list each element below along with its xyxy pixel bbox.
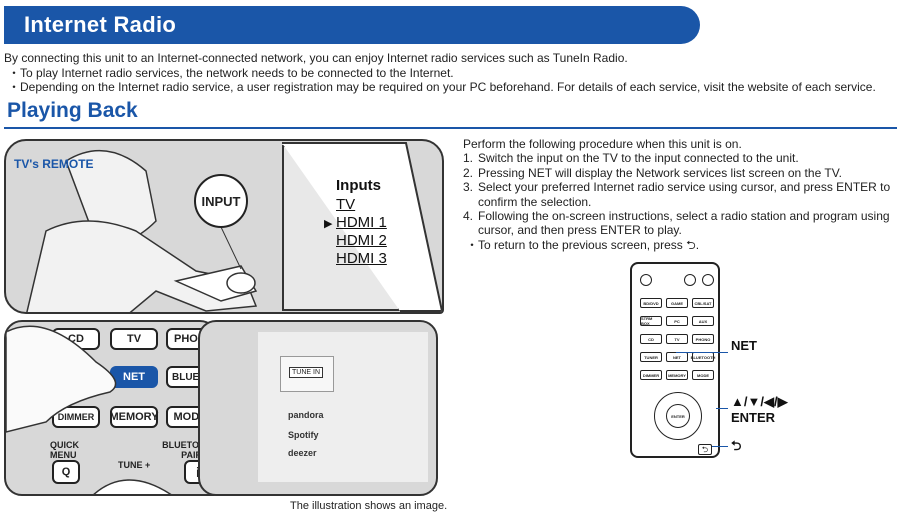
procedure-step: 3.Select your preferred Internet radio s… (463, 180, 891, 209)
net-callout-line (676, 352, 728, 353)
input-item-hdmi3: HDMI 3 (336, 250, 387, 267)
input-item-tv: TV (336, 196, 356, 213)
procedure-steps: 1.Switch the input on the TV to the inpu… (463, 151, 903, 237)
mini-btn: DIMMER (640, 370, 662, 380)
return-callout-line (712, 446, 728, 447)
hdmi-mainin-button-icon (684, 274, 696, 286)
procedure-step: 1.Switch the input on the TV to the inpu… (463, 151, 799, 166)
mini-enter-button: ENTER (666, 404, 690, 428)
tune-plus-label: TUNE + (118, 460, 151, 470)
return-note: ・To return to the previous screen, press… (466, 237, 700, 252)
intro-text: By connecting this unit to an Internet-c… (4, 51, 904, 95)
sleep-button-icon (702, 274, 714, 286)
mini-btn: MEMORY (666, 370, 688, 380)
cursor-callout: ▲/▼/◀/▶ (731, 394, 788, 409)
section-divider (4, 127, 897, 129)
mini-btn: BD/DVD (640, 298, 662, 308)
cursor-dial (654, 392, 702, 440)
deezer-logo: deezer (288, 448, 317, 458)
mini-btn: BLUETOOTH (691, 352, 715, 362)
mini-btn: AUX (692, 316, 714, 326)
network-services-screen-illustration: TUNE IN pandora Spotify deezer (198, 320, 438, 496)
procedure-step: 2.Pressing NET will display the Network … (463, 165, 842, 180)
tunein-logo: TUNE IN (289, 367, 323, 378)
mini-btn: CD (640, 334, 662, 344)
mini-return-button: ⮌ (698, 444, 712, 455)
page-title: Internet Radio (24, 12, 177, 37)
power-button-icon (640, 274, 652, 286)
mini-btn: CBL/SAT (692, 298, 714, 308)
quick-menu-label: QUICK MENU (50, 440, 79, 460)
tunein-tile: TUNE IN (280, 356, 334, 392)
mini-btn: PHONO (692, 334, 714, 344)
cursor-callout-line (716, 408, 728, 409)
mini-btn: STRM BOX (640, 316, 662, 326)
input-item-hdmi1: HDMI 1 (324, 214, 387, 233)
input-item-hdmi2: HDMI 2 (336, 232, 387, 249)
person-with-remote-illustration (26, 149, 258, 312)
procedure-step: 4.Following the on-screen instructions, … (463, 209, 890, 238)
tv-button: TV (110, 328, 158, 350)
input-button-callout: INPUT (194, 174, 248, 228)
mini-btn: MODE (692, 370, 714, 380)
spotify-logo: Spotify (288, 430, 319, 440)
tv-screen-services: TUNE IN pandora Spotify deezer (258, 332, 428, 482)
mini-btn: TV (666, 334, 688, 344)
dimmer-button: DIMMER (52, 406, 100, 428)
mini-btn: TUNER (640, 352, 662, 362)
section-title: Playing Back (7, 99, 138, 122)
illustration-caption: The illustration shows an image. (290, 500, 448, 512)
procedure-intro: Perform the following procedure when thi… (463, 137, 742, 151)
finger-pressing-net-illustration (6, 325, 172, 494)
page-title-banner: Internet Radio (4, 6, 700, 44)
inputs-menu-title: Inputs (336, 177, 381, 194)
inputs-menu: Inputs TV HDMI 1 HDMI 2 HDMI 3 (324, 177, 387, 268)
procedure-text: Perform the following procedure when thi… (463, 137, 903, 252)
remote-diagram: BD/DVD GAME CBL/SAT STRM BOX PC AUX CD T… (630, 262, 720, 458)
q-button: Q (52, 460, 80, 484)
intro-paragraph: By connecting this unit to an Internet-c… (4, 51, 628, 65)
net-callout: NET (731, 338, 757, 353)
tvs-remote-label: TV's REMOTE (14, 157, 94, 171)
return-icon: ⮌ (731, 438, 742, 453)
intro-bullet: ・Depending on the Internet radio service… (8, 80, 876, 94)
mini-btn: GAME (666, 298, 688, 308)
mini-btn-net: NET (666, 352, 688, 362)
memory-button: MEMORY (109, 406, 159, 428)
intro-bullet: ・To play Internet radio services, the ne… (8, 65, 454, 80)
pandora-logo: pandora (288, 410, 324, 420)
enter-callout: ENTER (731, 410, 776, 425)
tv-illustration: TV's REMOTE INPUT Inputs TV HDMI 1 HDMI … (4, 139, 444, 314)
remote-closeup-illustration: CD TV PHO NET BLUETOO DIMMER MEMORY MODE… (4, 320, 218, 496)
mini-btn: PC (666, 316, 688, 326)
